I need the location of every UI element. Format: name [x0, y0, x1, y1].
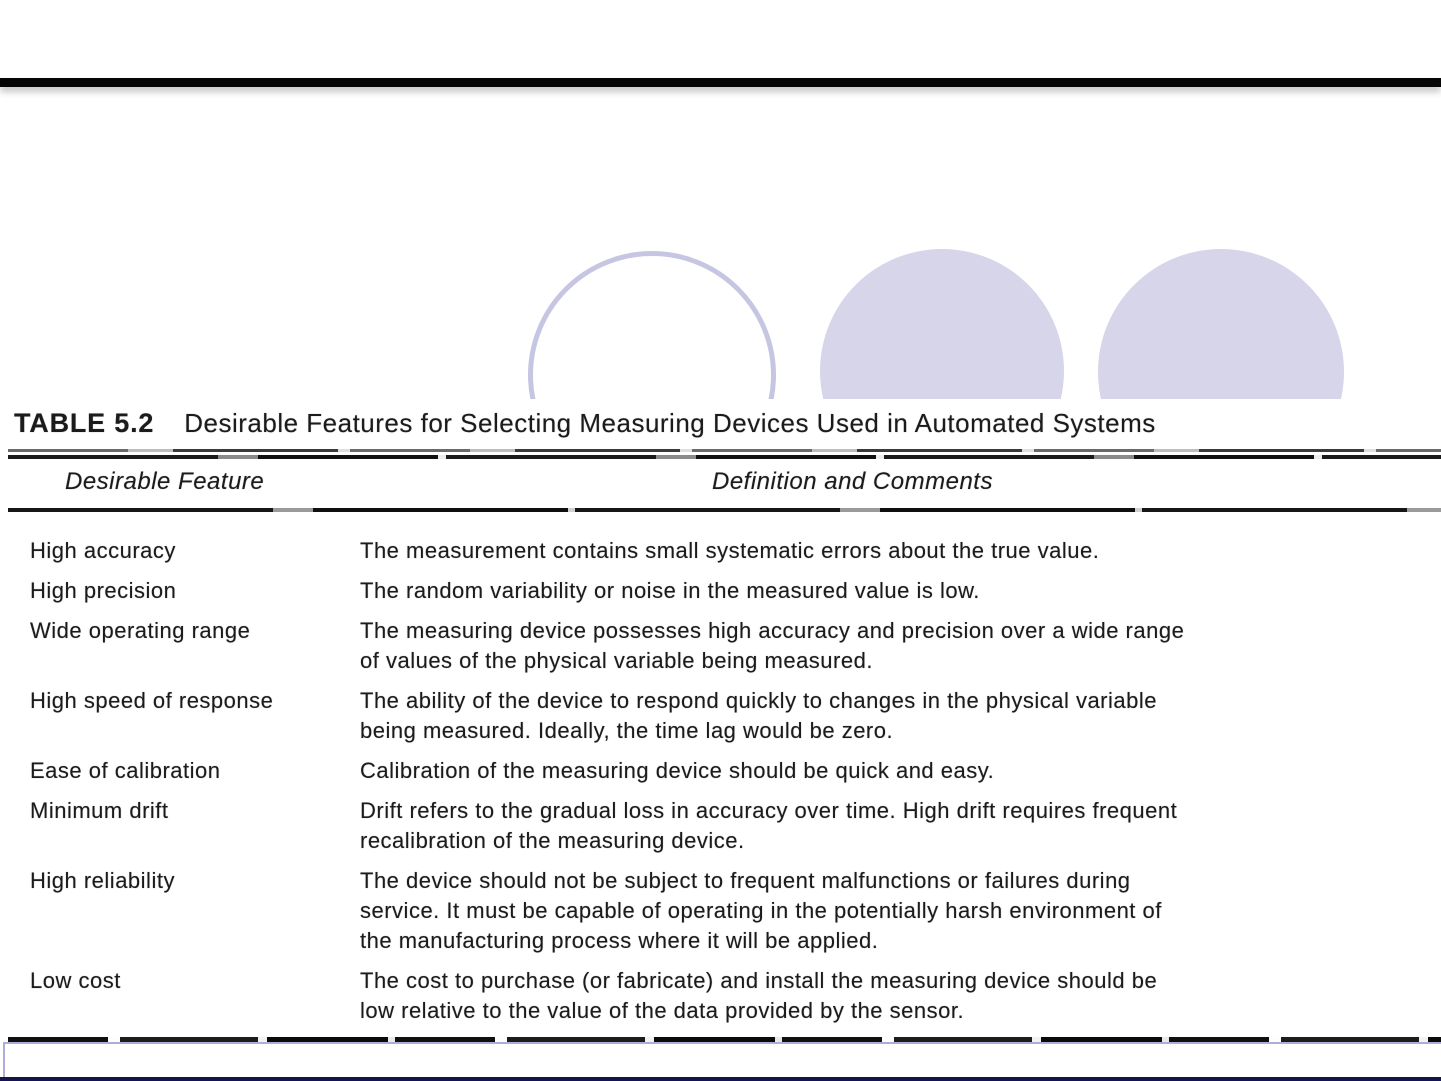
- table-row: High accuracy The measurement contains s…: [0, 536, 1441, 566]
- decor-circle-outline: [528, 251, 776, 399]
- column-header-definition: Definition and Comments: [712, 468, 993, 495]
- row-feature: Wide operating range: [30, 618, 251, 643]
- table-body: High accuracy The measurement contains s…: [0, 536, 1441, 1036]
- table-row: Low cost The cost to purchase (or fabric…: [0, 966, 1441, 1026]
- row-definition: Calibration of the measuring device shou…: [360, 758, 995, 783]
- row-definition: The ability of the device to respond qui…: [360, 688, 1157, 743]
- bottom-edge-line: [0, 1077, 1441, 1081]
- table-row: Wide operating range The measuring devic…: [0, 616, 1441, 676]
- table-bottom-rule: [8, 1037, 1441, 1044]
- table-title: TABLE 5.2 Desirable Features for Selectin…: [14, 408, 1434, 439]
- table-row: Ease of calibration Calibration of the m…: [0, 756, 1441, 786]
- table-row: High precision The random variability or…: [0, 576, 1441, 606]
- row-definition: The random variability or noise in the m…: [360, 578, 980, 603]
- row-feature: Ease of calibration: [30, 758, 221, 783]
- row-feature: High speed of response: [30, 688, 274, 713]
- row-definition: Drift refers to the gradual loss in accu…: [360, 798, 1178, 853]
- top-divider-bar: [0, 78, 1441, 87]
- title-rule-top: [8, 449, 1441, 452]
- row-feature: High accuracy: [30, 538, 176, 563]
- title-rule-bottom: [8, 455, 1441, 459]
- row-feature: High reliability: [30, 868, 175, 893]
- table-row: Minimum drift Drift refers to the gradua…: [0, 796, 1441, 856]
- row-definition: The measurement contains small systemati…: [360, 538, 1100, 563]
- table-row: High reliability The device should not b…: [0, 866, 1441, 956]
- row-feature: Minimum drift: [30, 798, 169, 823]
- table-row: High speed of response The ability of th…: [0, 686, 1441, 746]
- column-header-feature: Desirable Feature: [65, 468, 265, 495]
- decor-circles: [0, 0, 1441, 399]
- decor-circle-filled-1: [820, 249, 1064, 399]
- decor-circle-filled-2: [1098, 249, 1344, 399]
- footer-placeholder-box: [3, 1042, 1441, 1081]
- row-definition: The cost to purchase (or fabricate) and …: [360, 968, 1158, 1023]
- row-definition: The device should not be subject to freq…: [360, 868, 1162, 953]
- row-feature: Low cost: [30, 968, 121, 993]
- table-number-label: TABLE 5.2: [14, 408, 155, 438]
- row-feature: High precision: [30, 578, 177, 603]
- header-rule: [8, 508, 1441, 512]
- table-title-text: Desirable Features for Selecting Measuri…: [184, 408, 1156, 438]
- row-definition: The measuring device possesses high accu…: [360, 618, 1185, 673]
